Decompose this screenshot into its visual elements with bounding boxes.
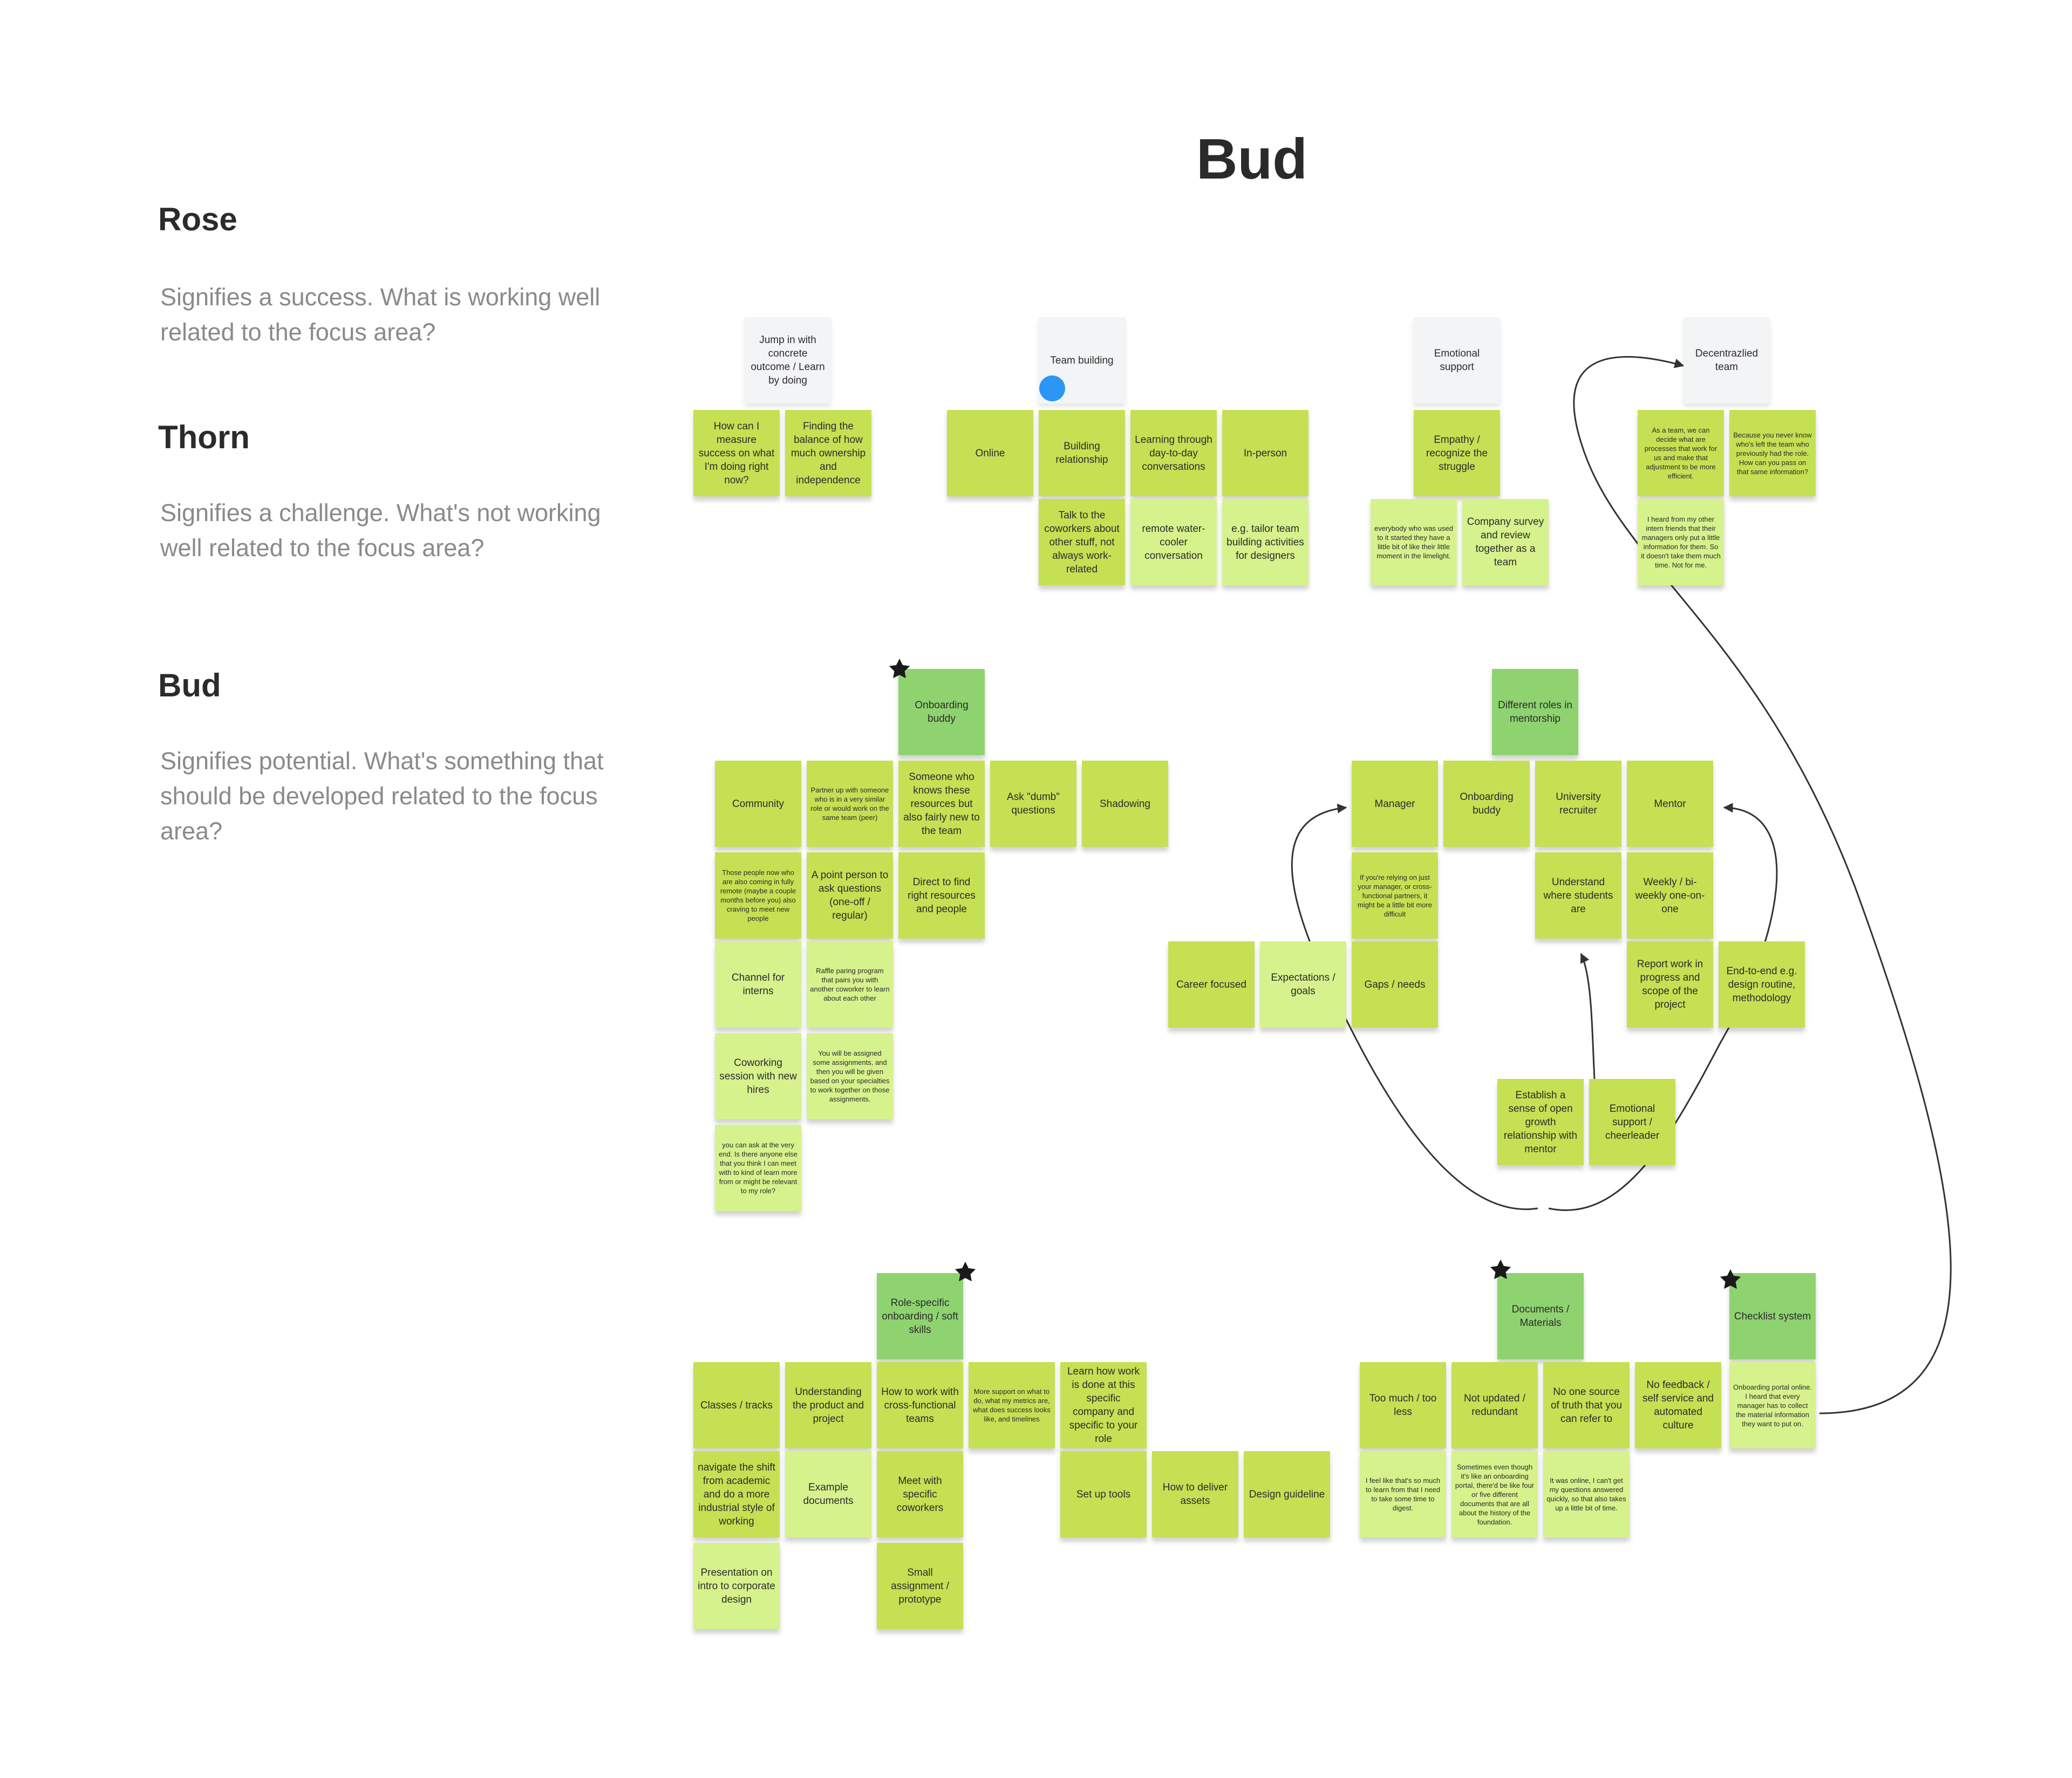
sticky-note[interactable]: Empathy / recognize the struggle [1414, 410, 1500, 496]
sticky-note[interactable]: Small assignment / prototype [877, 1543, 963, 1629]
sticky-note[interactable]: Onboarding buddy [1443, 761, 1530, 847]
sticky-note[interactable]: Weekly / bi-weekly one-on-one [1627, 852, 1713, 939]
sticky-note[interactable]: remote water-cooler conversation [1130, 499, 1217, 585]
sticky-note[interactable]: e.g. tailor team building activities for… [1222, 499, 1308, 585]
star-icon [955, 1261, 976, 1282]
legend-rose-description: Signifies a success. What is working wel… [160, 283, 601, 346]
cursor-dot-icon [1039, 375, 1065, 401]
sticky-note[interactable]: Career focused [1168, 941, 1255, 1028]
sticky-note[interactable]: Company survey and review together as a … [1462, 499, 1549, 585]
sticky-note[interactable]: Emotional support / cheerleader [1589, 1079, 1675, 1165]
sticky-note[interactable]: Partner up with someone who is in a very… [807, 761, 893, 847]
sticky-note[interactable]: Talk to the coworkers about other stuff,… [1039, 499, 1125, 585]
sticky-note[interactable]: More support on what to do, what my metr… [969, 1362, 1055, 1448]
sticky-note[interactable]: End-to-end e.g. design routine, methodol… [1719, 941, 1805, 1028]
sticky-note[interactable]: University recruiter [1535, 761, 1621, 847]
legend-rose-title: Rose [158, 201, 237, 237]
legend-thorn-description: Signifies a challenge. What's not workin… [160, 499, 601, 562]
sticky-note[interactable]: Sometimes even though it's like an onboa… [1451, 1451, 1538, 1537]
star-icon [1720, 1269, 1741, 1289]
sticky-note[interactable]: Raffle paring program that pairs you wit… [807, 941, 893, 1028]
sticky-note[interactable]: Expectations / goals [1260, 941, 1346, 1028]
board-title: Bud [1196, 127, 1308, 191]
sticky-note[interactable]: Report work in progress and scope of the… [1627, 941, 1713, 1028]
legend-thorn-title: Thorn [158, 419, 250, 455]
connector-to-understand-students [1580, 953, 1596, 1079]
sticky-note[interactable]: Learning through day-to-day conversation… [1130, 410, 1217, 496]
legend-bud-description: Signifies potential. What's something th… [160, 747, 604, 845]
sticky-note[interactable]: Understanding the product and project [785, 1362, 871, 1448]
star-icon [889, 658, 910, 679]
sticky-note[interactable]: Someone who knows these resources but al… [898, 761, 985, 847]
sticky-note[interactable]: Mentor [1627, 761, 1713, 847]
sticky-note[interactable]: Presentation on intro to corporate desig… [693, 1543, 780, 1629]
sticky-note[interactable]: Coworking session with new hires [715, 1033, 801, 1119]
sticky-note[interactable]: Too much / too less [1360, 1362, 1446, 1448]
sticky-note[interactable]: Example documents [785, 1451, 871, 1537]
sticky-note[interactable]: Those people now who are also coming in … [715, 852, 801, 939]
sticky-note[interactable]: you can ask at the very end. Is there an… [715, 1125, 801, 1211]
sticky-note[interactable]: Building relationship [1039, 410, 1125, 496]
sticky-note[interactable]: You will be assigned some assignments, a… [807, 1033, 893, 1119]
sticky-note[interactable]: Understand where students are [1535, 852, 1621, 939]
sticky-note[interactable]: Finding the balance of how much ownershi… [785, 410, 871, 496]
sticky-note[interactable]: Manager [1352, 761, 1438, 847]
sticky-note[interactable]: Not updated / redundant [1451, 1362, 1538, 1448]
sticky-note[interactable]: Establish a sense of open growth relatio… [1497, 1079, 1584, 1165]
sticky-note[interactable]: Onboarding portal online. I heard that e… [1729, 1362, 1816, 1448]
sticky-note[interactable]: Online [947, 410, 1033, 496]
sticky-note[interactable]: Role-specific onboarding / soft skills [877, 1273, 963, 1359]
sticky-note[interactable]: Direct to find right resources and peopl… [898, 852, 985, 939]
sticky-note[interactable]: Checklist system [1729, 1273, 1816, 1359]
sticky-note[interactable]: I heard from my other intern friends tha… [1638, 499, 1724, 585]
sticky-note[interactable]: Shadowing [1082, 761, 1168, 847]
sticky-note[interactable]: Because you never know who's left the te… [1729, 410, 1816, 496]
sticky-note[interactable]: No feedback / self service and automated… [1635, 1362, 1721, 1448]
sticky-note[interactable]: Decentrazlied team [1684, 317, 1770, 404]
sticky-note[interactable]: How to work with cross-functional teams [877, 1362, 963, 1448]
sticky-note[interactable]: Meet with specific coworkers [877, 1451, 963, 1537]
sticky-note[interactable]: Emotional support [1414, 317, 1500, 404]
sticky-note[interactable]: No one source of truth that you can refe… [1543, 1362, 1630, 1448]
sticky-note[interactable]: Channel for interns [715, 941, 801, 1028]
sticky-note[interactable]: If you're relying on just your manager, … [1352, 852, 1438, 939]
sticky-note[interactable]: I feel like that's so much to learn from… [1360, 1451, 1446, 1537]
sticky-note[interactable]: Onboarding buddy [898, 669, 985, 755]
sticky-note[interactable]: Gaps / needs [1352, 941, 1438, 1028]
sticky-note[interactable]: Set up tools [1060, 1451, 1147, 1537]
sticky-note[interactable]: Design guideline [1244, 1451, 1330, 1537]
sticky-note[interactable]: In-person [1222, 410, 1308, 496]
sticky-note[interactable]: It was online, I can't get my questions … [1543, 1451, 1630, 1537]
sticky-note[interactable]: Learn how work is done at this specific … [1060, 1362, 1147, 1448]
sticky-note[interactable]: everybody who was used to it started the… [1371, 499, 1457, 585]
sticky-note[interactable]: Different roles in mentorship [1492, 669, 1578, 755]
sticky-note[interactable]: How can I measure success on what I'm do… [693, 410, 780, 496]
sticky-note[interactable]: Documents / Materials [1497, 1273, 1584, 1359]
legend-bud-title: Bud [158, 667, 221, 703]
sticky-note[interactable]: Community [715, 761, 801, 847]
sticky-note[interactable]: navigate the shift from academic and do … [693, 1451, 780, 1537]
sticky-note[interactable]: As a team, we can decide what are proces… [1638, 410, 1724, 496]
sticky-note[interactable]: Jump in with concrete outcome / Learn by… [745, 317, 831, 404]
sticky-note[interactable]: Classes / tracks [693, 1362, 780, 1448]
star-icon [1490, 1259, 1511, 1280]
sticky-note[interactable]: How to deliver assets [1152, 1451, 1238, 1537]
sticky-note[interactable]: A point person to ask questions (one-off… [807, 852, 893, 939]
sticky-note[interactable]: Ask "dumb" questions [990, 761, 1076, 847]
